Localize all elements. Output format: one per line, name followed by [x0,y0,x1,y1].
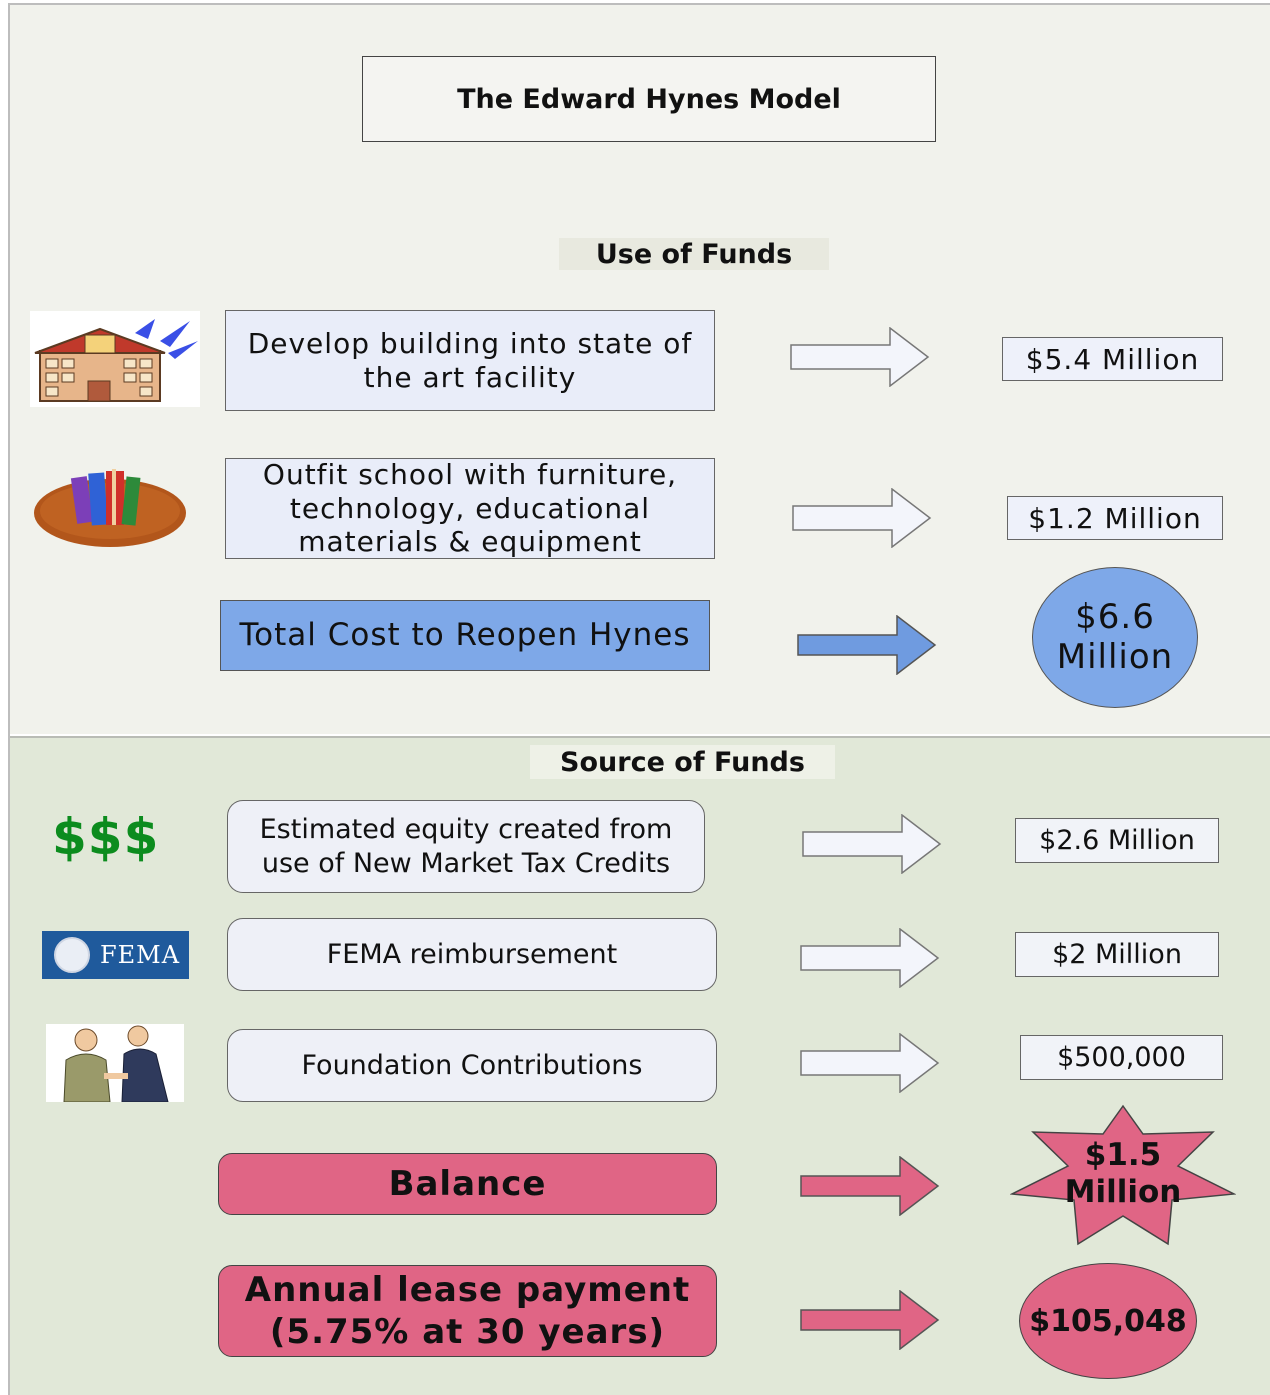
use-item-outfit: Outfit school with furniture, technology… [225,458,715,559]
dollar-signs-icon: $$$ [52,808,160,866]
source-amount-foundations: $500,000 [1020,1035,1223,1080]
total-cost-box: Total Cost to Reopen Hynes [220,600,710,671]
arrow-right-icon [800,1290,940,1350]
fema-logo-icon: FEMA [42,931,189,979]
balance-amount: $1.5 Million [1064,1136,1182,1210]
arrow-right-icon [800,1033,940,1093]
fema-logo-text: FEMA [100,941,181,969]
source-item-foundations: Foundation Contributions [227,1029,717,1102]
lease-box: Annual lease payment (5.75% at 30 years) [218,1265,717,1357]
use-item-building: Develop building into state of the art f… [225,310,715,411]
books-icon [32,463,188,549]
school-building-icon [30,311,200,407]
source-item-tax-credits: Estimated equity created from use of New… [227,800,705,893]
source-of-funds-heading: Source of Funds [530,745,835,779]
use-amount-building: $5.4 Million [1002,337,1223,381]
frame-border [8,3,1270,1395]
arrow-right-icon [797,615,937,675]
use-of-funds-heading: Use of Funds [559,238,829,270]
arrow-right-icon [800,1156,940,1216]
arrow-right-icon [792,488,932,548]
balance-box: Balance [218,1153,717,1215]
handshake-icon [46,1024,184,1103]
arrow-right-icon [800,928,940,988]
diagram-title: The Edward Hynes Model [362,56,936,142]
source-amount-tax-credits: $2.6 Million [1015,818,1219,863]
dhs-seal-icon [54,937,90,973]
arrow-right-icon [790,327,930,387]
lease-amount-ellipse: $105,048 [1019,1263,1197,1379]
arrow-right-icon [802,814,942,874]
source-item-fema: FEMA reimbursement [227,918,717,991]
balance-star-icon [1009,1104,1237,1247]
use-amount-outfit: $1.2 Million [1007,496,1223,540]
source-amount-fema: $2 Million [1015,932,1219,977]
total-amount-circle: $6.6 Million [1032,567,1198,708]
